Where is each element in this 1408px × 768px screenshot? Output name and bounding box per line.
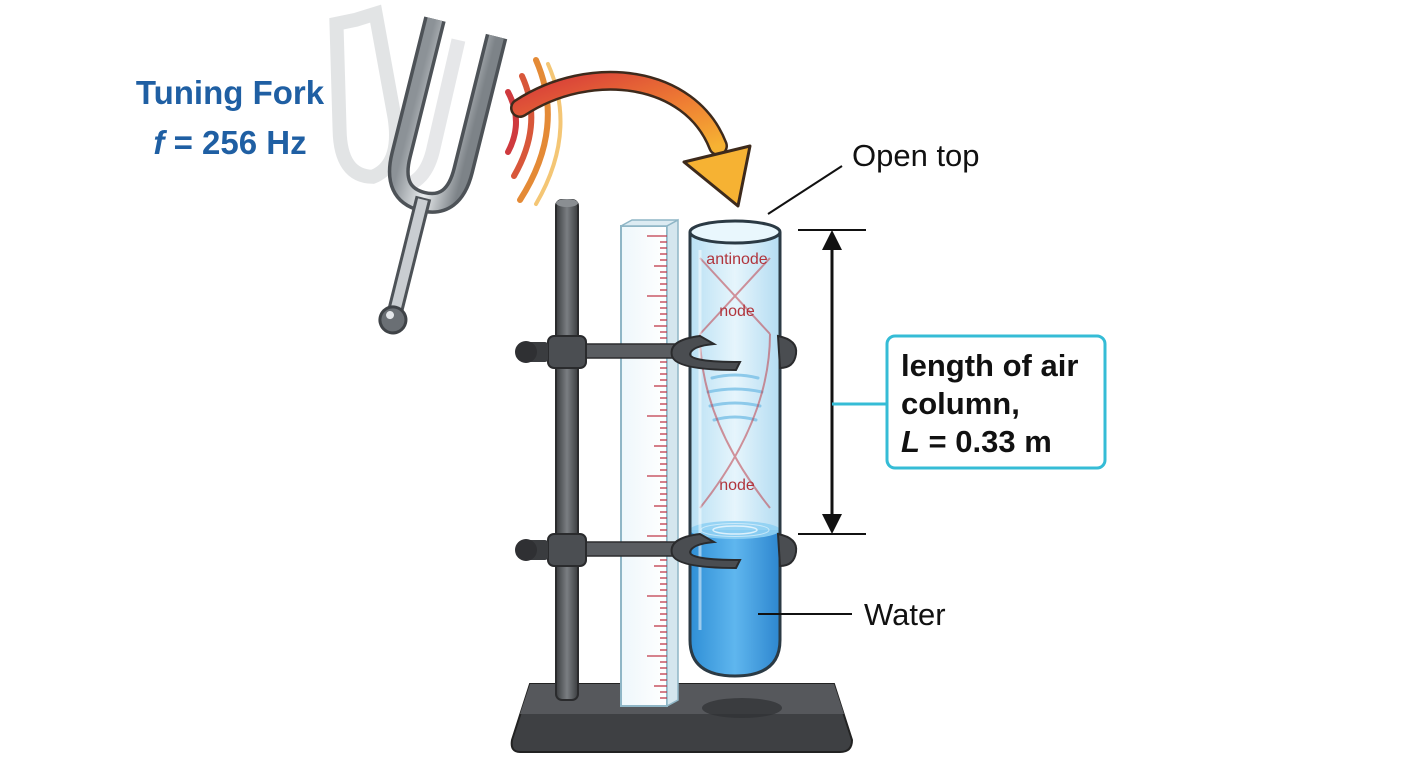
length-line-1: length of air [901, 348, 1078, 383]
node-label-upper: node [719, 303, 755, 320]
open-top-label: Open top [852, 138, 980, 173]
clamp-jaws [670, 334, 798, 570]
tuning-fork-icon [329, 4, 508, 335]
ruler-icon [620, 218, 679, 708]
frequency-value: = 256 Hz [164, 124, 306, 161]
length-box: length of air column, L = 0.33 m [885, 334, 1107, 470]
fork-frequency: f = 256 Hz [153, 124, 306, 161]
frequency-symbol: f [153, 124, 167, 161]
antinode-label: antinode [706, 251, 767, 268]
length-line-3: L = 0.33 m [901, 424, 1052, 459]
water-label: Water [864, 597, 946, 632]
fork-title: Tuning Fork [136, 74, 325, 111]
length-symbol: L [901, 424, 920, 459]
sound-wave-icon [505, 57, 563, 206]
node-label-lower: node [719, 477, 755, 494]
retort-stand-icon [510, 199, 854, 753]
length-line-2: column, [901, 386, 1020, 421]
length-dimension [798, 229, 888, 535]
water-callout: Water [758, 597, 946, 632]
test-tube-icon: antinode node node [688, 219, 782, 678]
open-top-callout: Open top [767, 138, 980, 215]
length-value: = 0.33 m [920, 424, 1052, 459]
clamp-icon [515, 335, 701, 567]
curved-arrow-icon [510, 70, 752, 208]
